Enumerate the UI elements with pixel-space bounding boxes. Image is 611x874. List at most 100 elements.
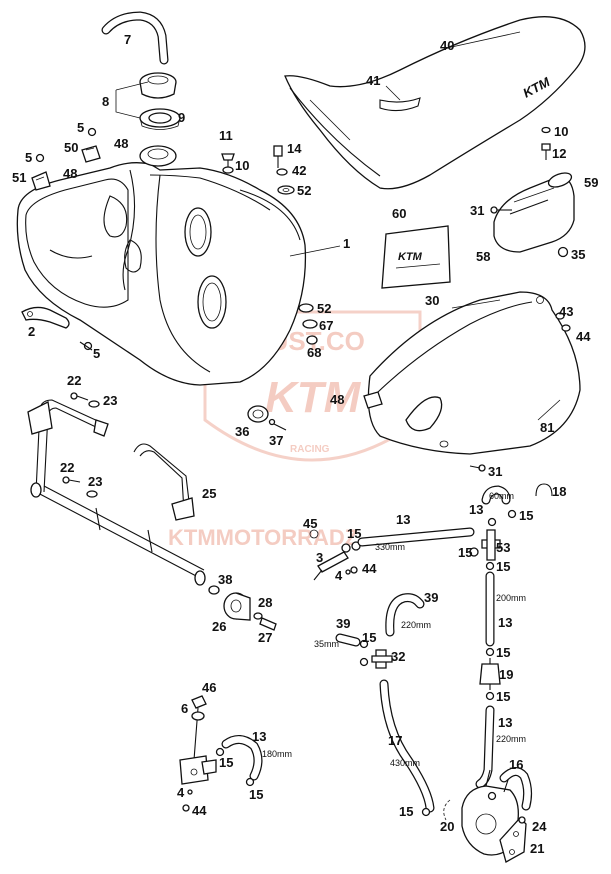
- screw-27: [259, 617, 277, 631]
- callout-25: 25: [202, 486, 216, 501]
- hose-13-330mm: [357, 527, 475, 547]
- callout-7: 7: [124, 32, 131, 47]
- clamp-15b: [469, 547, 479, 557]
- clamp-15c: [485, 561, 495, 571]
- dimension-430mm: 430mm: [390, 758, 420, 768]
- nut-42: [276, 168, 288, 176]
- callout-15i: 15: [249, 787, 263, 802]
- callout-6: 6: [181, 701, 188, 716]
- vent-valve-3: [313, 543, 351, 581]
- screw-5a: [87, 127, 97, 137]
- clamp-15g: [421, 807, 431, 817]
- callout-4a: 4: [335, 568, 343, 583]
- callout-labels: 7 40 41 8 9 5 48 50 5 51 48 11 10 14 42 …: [12, 32, 598, 856]
- callout-15d: 15: [496, 559, 510, 574]
- watermark-logo-text: KTM: [265, 373, 362, 422]
- bracket-21: [499, 817, 527, 863]
- callout-39b: 39: [336, 616, 350, 631]
- seat-40: KTM: [284, 16, 586, 190]
- nut-68: [306, 335, 318, 345]
- callout-5b: 5: [25, 150, 32, 165]
- callout-58: 58: [476, 249, 490, 264]
- callout-60: 60: [392, 206, 406, 221]
- washer-23a: [88, 400, 100, 408]
- callout-2: 2: [28, 324, 35, 339]
- hose-13-220mm: [475, 705, 495, 789]
- gasket-6: [191, 711, 205, 721]
- callout-13e: 13: [498, 715, 512, 730]
- callout-5c: 5: [93, 346, 100, 361]
- dimension-60mm: 60mm: [489, 491, 514, 501]
- callout-12: 12: [552, 146, 566, 161]
- clamp-15h: [215, 747, 225, 757]
- callout-36: 36: [235, 424, 249, 439]
- callout-23a: 23: [103, 393, 117, 408]
- dimension-330mm: 330mm: [375, 542, 405, 552]
- washer-4b: [187, 789, 193, 795]
- callout-13a: 13: [469, 502, 483, 517]
- clamp-15i: [245, 777, 255, 787]
- washer-10a: [222, 166, 234, 174]
- hose-16: [499, 767, 533, 811]
- callout-44c: 44: [192, 803, 207, 818]
- callout-9: 9: [178, 110, 185, 125]
- callout-8: 8: [102, 94, 109, 109]
- washer-4a: [345, 569, 351, 575]
- callout-15b: 15: [519, 508, 533, 523]
- callout-15g: 15: [496, 689, 510, 704]
- callout-15a: 15: [347, 526, 361, 541]
- side-cover-81: [367, 291, 581, 455]
- oring-45: [309, 529, 319, 539]
- washer-38: [208, 585, 220, 595]
- nut-44a: [561, 324, 571, 332]
- damper-26: [223, 592, 251, 621]
- callout-39a: 39: [424, 590, 438, 605]
- t-piece-32: [371, 649, 393, 669]
- sticker-ktm-logo: KTM: [398, 251, 423, 263]
- washer-52a: [277, 185, 295, 195]
- callout-50: 50: [64, 140, 78, 155]
- callout-35: 35: [571, 247, 585, 262]
- callout-14: 14: [287, 141, 302, 156]
- callout-16: 16: [509, 757, 523, 772]
- filter-19: [479, 658, 501, 690]
- callout-10b: 10: [554, 124, 568, 139]
- callout-15f: 15: [496, 645, 510, 660]
- watermark-sub-text: RACING: [290, 444, 330, 455]
- washer-43: [555, 312, 565, 320]
- callout-28: 28: [258, 595, 272, 610]
- clip-50: [81, 145, 101, 163]
- clamp-15-top: [487, 509, 517, 527]
- clamp-15f: [359, 639, 369, 667]
- callout-30: 30: [425, 293, 439, 308]
- sticker-60: KTM: [381, 225, 451, 289]
- screw-12: [541, 143, 551, 160]
- dimension-35mm: 35mm: [314, 639, 339, 649]
- screw-31b: [469, 464, 486, 472]
- callout-15e: 15: [362, 630, 376, 645]
- callout-37: 37: [269, 433, 283, 448]
- fuel-tap-46: [179, 695, 217, 785]
- callout-53: 53: [496, 540, 510, 555]
- cap-seal-9: [139, 108, 181, 130]
- callout-59: 59: [584, 175, 598, 190]
- sleeve-28: [253, 612, 263, 620]
- callout-31a: 31: [470, 203, 484, 218]
- callout-31b: 31: [488, 464, 502, 479]
- clamp-15d: [485, 647, 495, 657]
- callout-52a: 52: [297, 183, 311, 198]
- callout-48b: 48: [63, 166, 77, 181]
- dimension-200mm: 200mm: [496, 593, 526, 603]
- callout-23b: 23: [88, 474, 102, 489]
- washer-52b: [298, 303, 314, 313]
- clamp-15e: [485, 691, 495, 701]
- callout-46: 46: [202, 680, 216, 695]
- clip-18: [535, 483, 553, 497]
- bracket-2: [21, 306, 70, 329]
- screw-22a: [70, 392, 89, 401]
- callout-27: 27: [258, 630, 272, 645]
- callout-17: 17: [388, 733, 402, 748]
- screw-37: [268, 418, 287, 431]
- hose-13-60mm: [481, 485, 511, 505]
